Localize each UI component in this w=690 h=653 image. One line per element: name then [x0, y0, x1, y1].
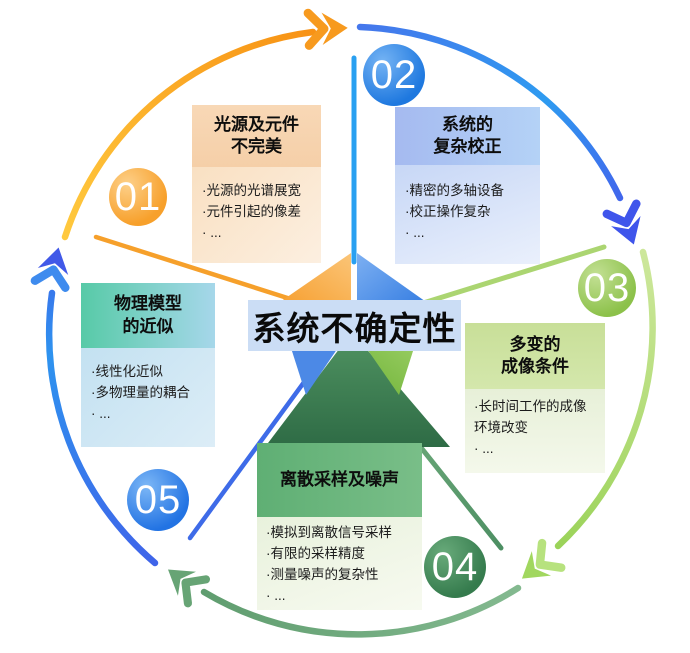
- arrowhead-02: [602, 199, 641, 245]
- card-physical-model: 物理模型 的近似 ·线性化近似 ·多物理量的耦合 · ...: [81, 283, 215, 447]
- card-title: 离散采样及噪声: [257, 443, 422, 517]
- card-sampling-noise: 离散采样及噪声 ·模拟到离散信号采样 ·有限的采样精度 ·测量噪声的复杂性 · …: [257, 443, 422, 610]
- list-item: ·校正操作复杂: [405, 203, 491, 219]
- list-item: ·线性化近似: [91, 364, 163, 379]
- arrowhead-03: [521, 538, 566, 579]
- cycle-arcs: [45, 23, 656, 638]
- list-item: ·模拟到离散信号采样: [266, 525, 392, 540]
- card-items: ·线性化近似 ·多物理量的耦合 · ...: [81, 348, 215, 447]
- card-light-source: 光源及元件 不完美 ·光源的光谱展宽 ·元件引起的像差 · ...: [192, 105, 321, 263]
- card-items: ·模拟到离散信号采样 ·有限的采样精度 ·测量噪声的复杂性 · ...: [257, 517, 422, 610]
- card-title: 物理模型 的近似: [81, 283, 215, 348]
- step-badge-04: 04: [424, 536, 486, 598]
- cycle-arc-05: [45, 289, 159, 567]
- card-imaging-conditions: 多变的 成像条件 ·长时间工作的成像环境改变 · ...: [465, 323, 605, 473]
- radial-divider-05-01: [93, 234, 303, 305]
- list-item: ·精密的多轴设备: [405, 183, 504, 198]
- cycle-arc-03: [554, 248, 656, 550]
- list-item: · ...: [202, 224, 222, 240]
- radial-divider-02-03: [417, 244, 607, 307]
- pentagon-sector-dark-green: [265, 332, 450, 447]
- list-item: · ...: [91, 405, 111, 421]
- card-title: 多变的 成像条件: [465, 323, 605, 389]
- step-badge-02: 02: [363, 44, 425, 106]
- cycle-arc-02: [356, 23, 624, 202]
- card-items: ·长时间工作的成像环境改变 · ...: [465, 389, 605, 473]
- list-item: · ...: [474, 440, 494, 456]
- card-calibration: 系统的 复杂校正 ·精密的多轴设备 ·校正操作复杂 · ...: [395, 107, 540, 264]
- step-badge-01: 01: [109, 168, 167, 226]
- arrowhead-05: [30, 247, 70, 292]
- card-items: ·光源的光谱展宽 ·元件引起的像差 · ...: [192, 167, 321, 263]
- list-item: ·多物理量的耦合: [91, 384, 190, 400]
- radial-divider-04-05: [187, 371, 313, 541]
- step-badge-03: 03: [578, 259, 636, 317]
- step-number: 01: [114, 175, 162, 219]
- list-item: ·元件引起的像差: [202, 203, 301, 219]
- step-number: 04: [431, 545, 479, 589]
- card-title: 光源及元件 不完美: [192, 105, 321, 167]
- step-number: 03: [583, 266, 631, 310]
- list-item: ·光源的光谱展宽: [202, 183, 301, 198]
- step-number: 02: [370, 53, 418, 97]
- arrowhead-04: [168, 569, 211, 608]
- list-item: · ...: [405, 224, 425, 240]
- list-item: ·长时间工作的成像环境改变: [474, 399, 587, 435]
- card-items: ·精密的多轴设备 ·校正操作复杂 · ...: [395, 165, 540, 264]
- step-number: 05: [134, 478, 182, 522]
- cycle-arc-01: [61, 28, 317, 241]
- list-item: · ...: [266, 587, 286, 603]
- list-item: ·测量噪声的复杂性: [266, 566, 379, 582]
- cycle-arc-04: [200, 584, 522, 638]
- card-title: 系统的 复杂校正: [395, 107, 540, 165]
- list-item: ·有限的采样精度: [266, 545, 365, 561]
- arrowhead-01: [303, 8, 348, 50]
- step-badge-05: 05: [127, 469, 189, 531]
- center-title: 系统不确定性: [248, 300, 461, 351]
